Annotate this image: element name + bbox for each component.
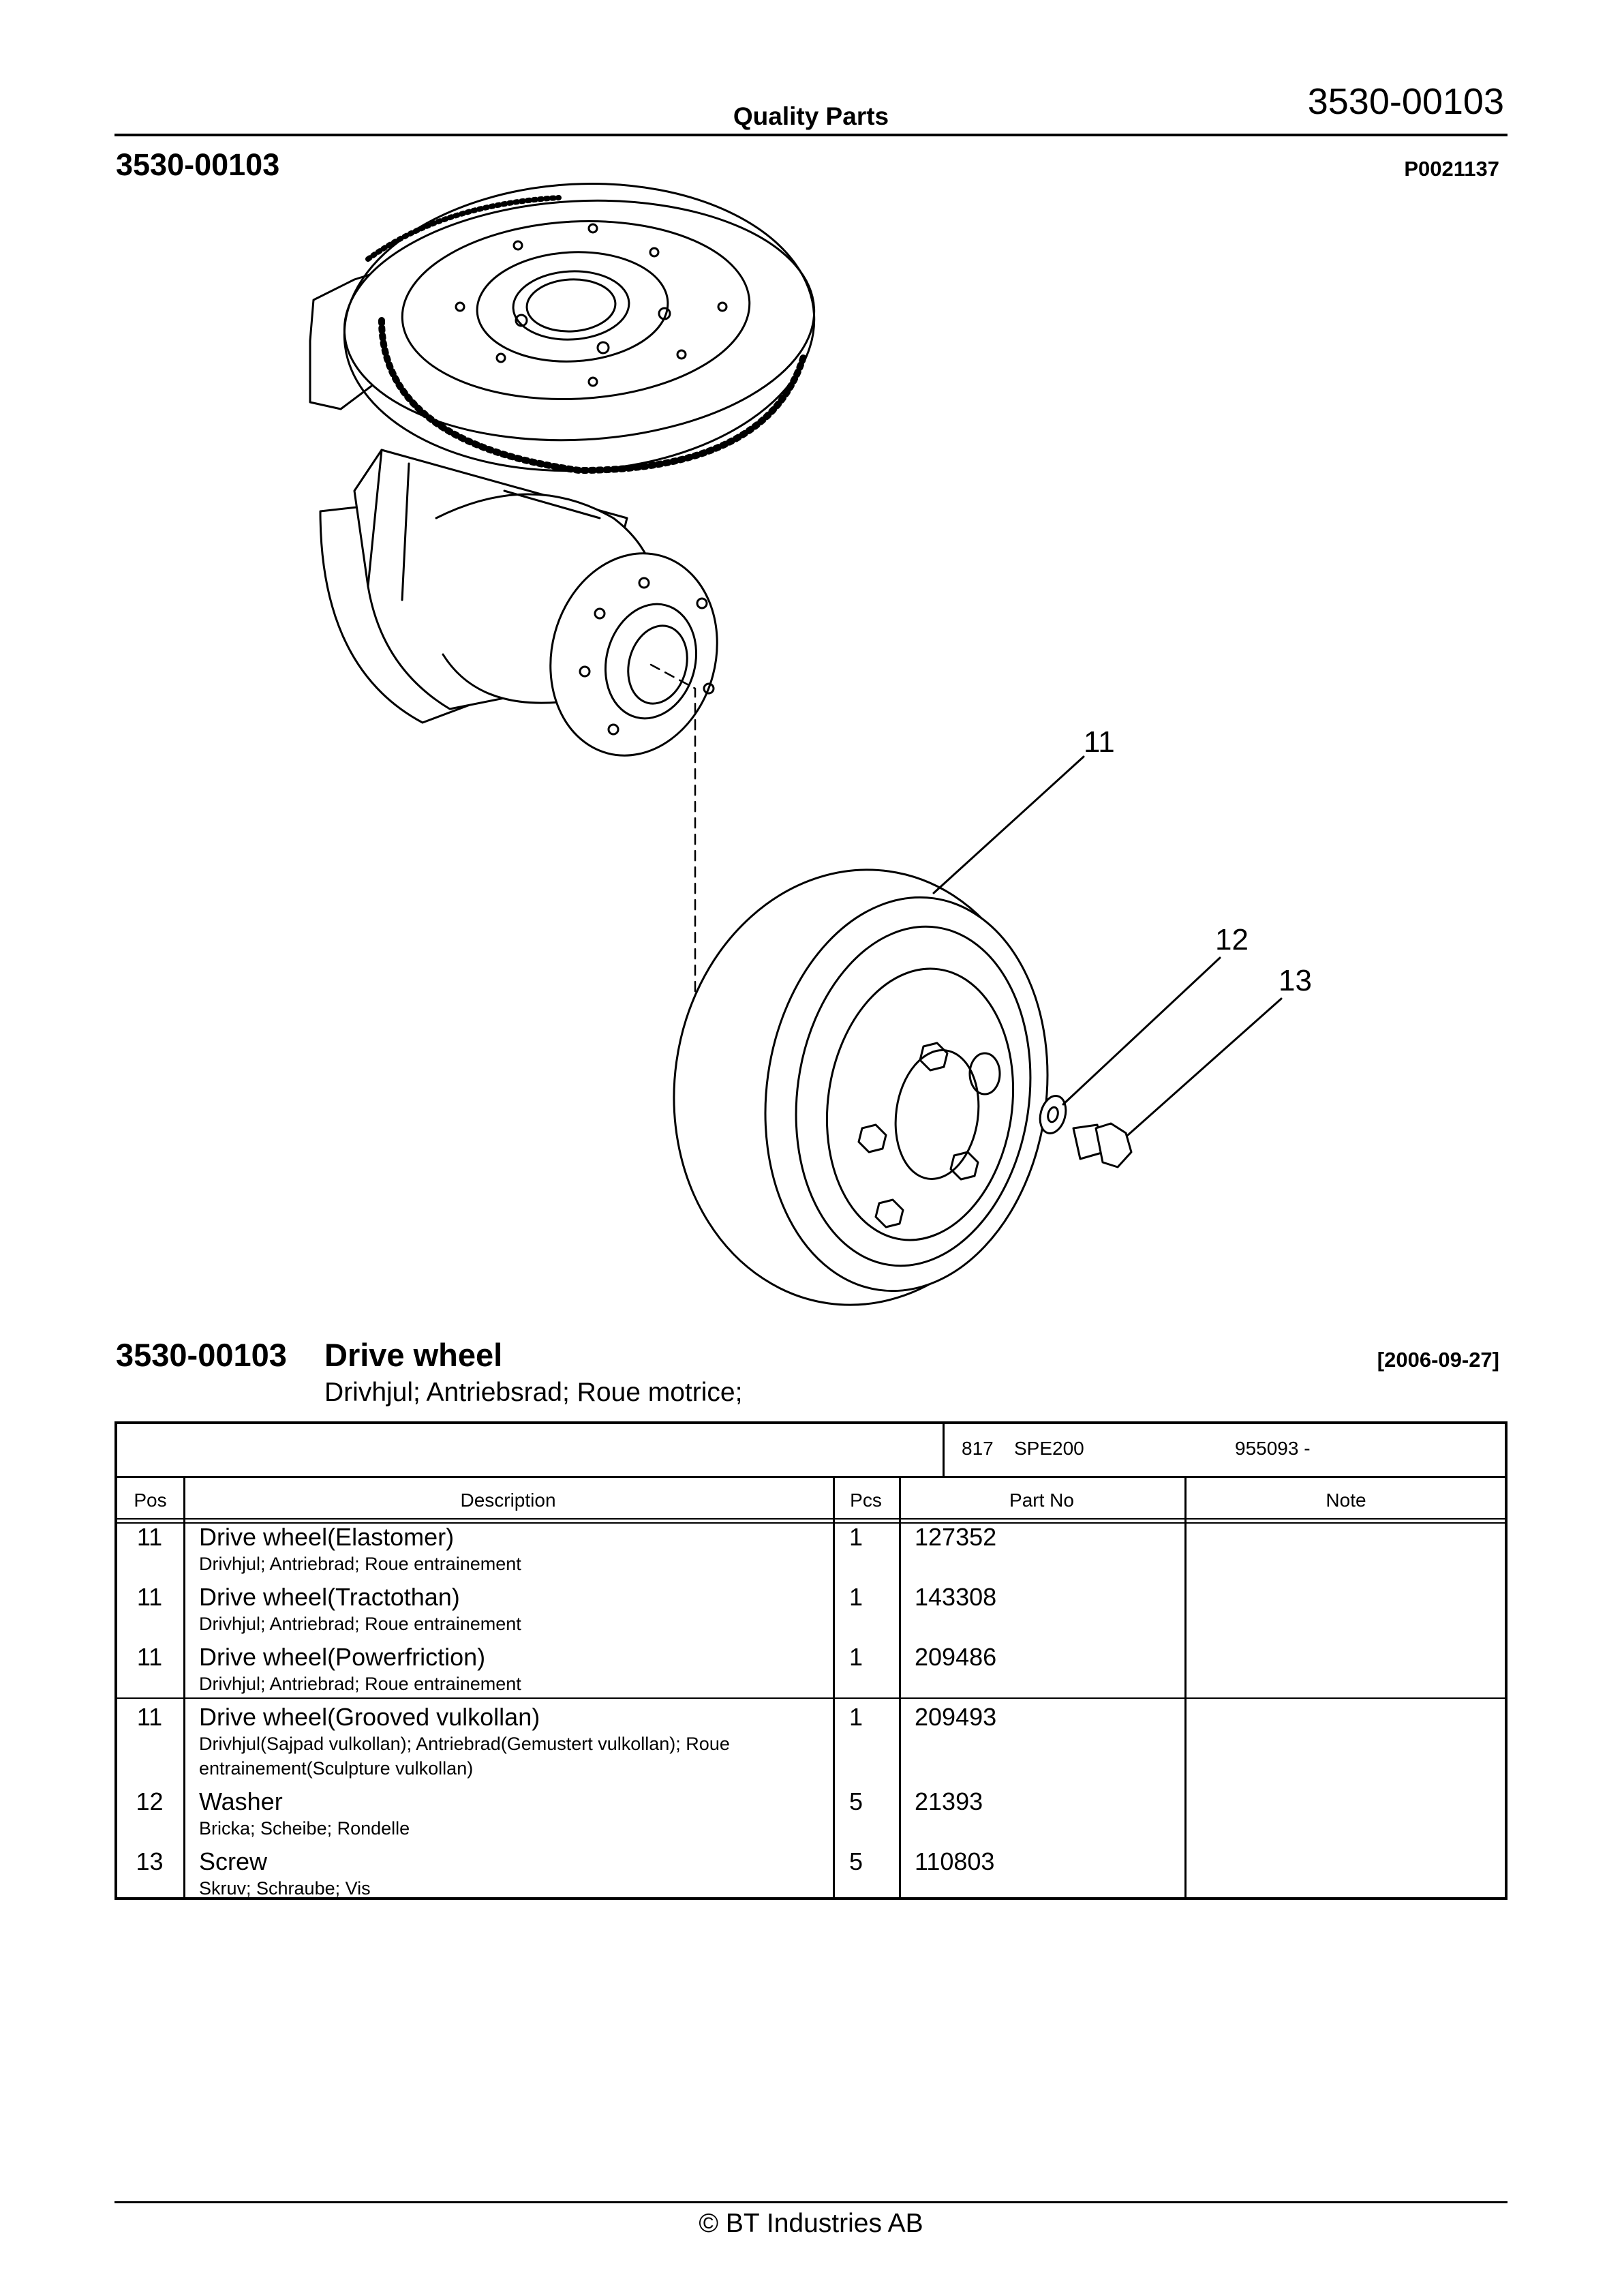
table-divider — [117, 1476, 1505, 1478]
column-header-note: Note — [1326, 1490, 1366, 1511]
row-translation: Drivhjul(Sajpad vulkollan); Antriebrad(G… — [199, 1734, 730, 1779]
row-part-no: 209486 — [915, 1643, 997, 1671]
washer-illustration — [1039, 1095, 1067, 1134]
callout-13: 13 — [1279, 964, 1312, 997]
row-pcs: 1 — [849, 1523, 863, 1551]
row-translation: Drivhjul; Antriebrad; Roue entrainement — [199, 1674, 521, 1694]
row-pos: 11 — [136, 1643, 163, 1671]
model-name: SPE200 — [1014, 1438, 1084, 1459]
row-part-no: 127352 — [915, 1523, 997, 1551]
row-description: Drive wheel(Powerfriction) — [199, 1643, 486, 1671]
group-divider — [117, 1697, 1505, 1699]
row-part-no: 209493 — [915, 1703, 997, 1731]
row-pcs: 1 — [849, 1643, 863, 1671]
revision-date: [2006-09-27] — [1377, 1348, 1499, 1372]
section-number: 3530-00103 — [116, 147, 280, 182]
model-code: 817 — [962, 1438, 994, 1459]
model-info-cell: 817 SPE200 955093 - — [943, 1424, 1508, 1476]
row-pcs: 1 — [849, 1583, 863, 1611]
callout-12: 12 — [1215, 923, 1249, 956]
serial-range: 955093 - — [1235, 1438, 1311, 1459]
image-reference: P0021137 — [1404, 157, 1499, 181]
row-part-no: 143308 — [915, 1583, 997, 1611]
part-translations: Drivhjul; Antriebsrad; Roue motrice; — [324, 1378, 743, 1407]
column-divider — [183, 1476, 185, 1897]
header-rule — [117, 1522, 1505, 1524]
page-header-title: Quality Parts — [733, 102, 889, 130]
part-name-title: Drive wheel — [324, 1337, 503, 1373]
exploded-parts-drawing: 11 12 13 — [309, 183, 1312, 1306]
footer-divider — [114, 2201, 1508, 2203]
document-number: 3530-00103 — [1307, 81, 1504, 122]
parts-table: 817 SPE200 955093 - Pos Description Pcs … — [114, 1421, 1508, 1900]
copyright-footer: © BT Industries AB — [699, 2209, 923, 2238]
callout-11: 11 — [1084, 725, 1115, 759]
header-divider — [114, 134, 1508, 136]
row-description: Drive wheel(Elastomer) — [199, 1523, 455, 1551]
row-description: Drive wheel(Tractothan) — [199, 1583, 460, 1611]
header-rule — [117, 1518, 1505, 1520]
row-part-no: 21393 — [915, 1787, 983, 1815]
column-divider — [899, 1476, 901, 1897]
row-pcs: 1 — [849, 1703, 863, 1731]
column-header-part-no: Part No — [1009, 1490, 1074, 1511]
part-number-title: 3530-00103 — [116, 1337, 287, 1373]
row-description: Screw — [199, 1847, 268, 1875]
row-translation: Drivhjul; Antriebrad; Roue entrainement — [199, 1554, 521, 1574]
column-divider — [833, 1476, 835, 1897]
row-description: Washer — [199, 1787, 283, 1815]
column-header-pos: Pos — [134, 1490, 167, 1511]
row-pos: 13 — [136, 1847, 164, 1875]
drive-unit-illustration — [309, 183, 816, 757]
screw-illustration — [1072, 1122, 1133, 1168]
row-pcs: 5 — [849, 1787, 863, 1815]
drive-wheel-illustration — [673, 868, 1049, 1306]
row-pos: 11 — [136, 1703, 163, 1731]
row-pos: 11 — [136, 1583, 163, 1611]
column-header-pcs: Pcs — [850, 1490, 882, 1511]
column-divider — [1184, 1476, 1187, 1897]
row-pos: 11 — [136, 1523, 163, 1551]
row-pcs: 5 — [849, 1847, 863, 1875]
row-pos: 12 — [136, 1787, 164, 1815]
row-part-no: 110803 — [915, 1847, 995, 1875]
row-translation: Drivhjul; Antriebrad; Roue entrainement — [199, 1614, 521, 1634]
column-header-description: Description — [460, 1490, 556, 1511]
row-translation: Bricka; Scheibe; Rondelle — [199, 1818, 410, 1839]
row-translation: Skruv; Schraube; Vis — [199, 1878, 371, 1899]
row-description: Drive wheel(Grooved vulkollan) — [199, 1703, 540, 1731]
